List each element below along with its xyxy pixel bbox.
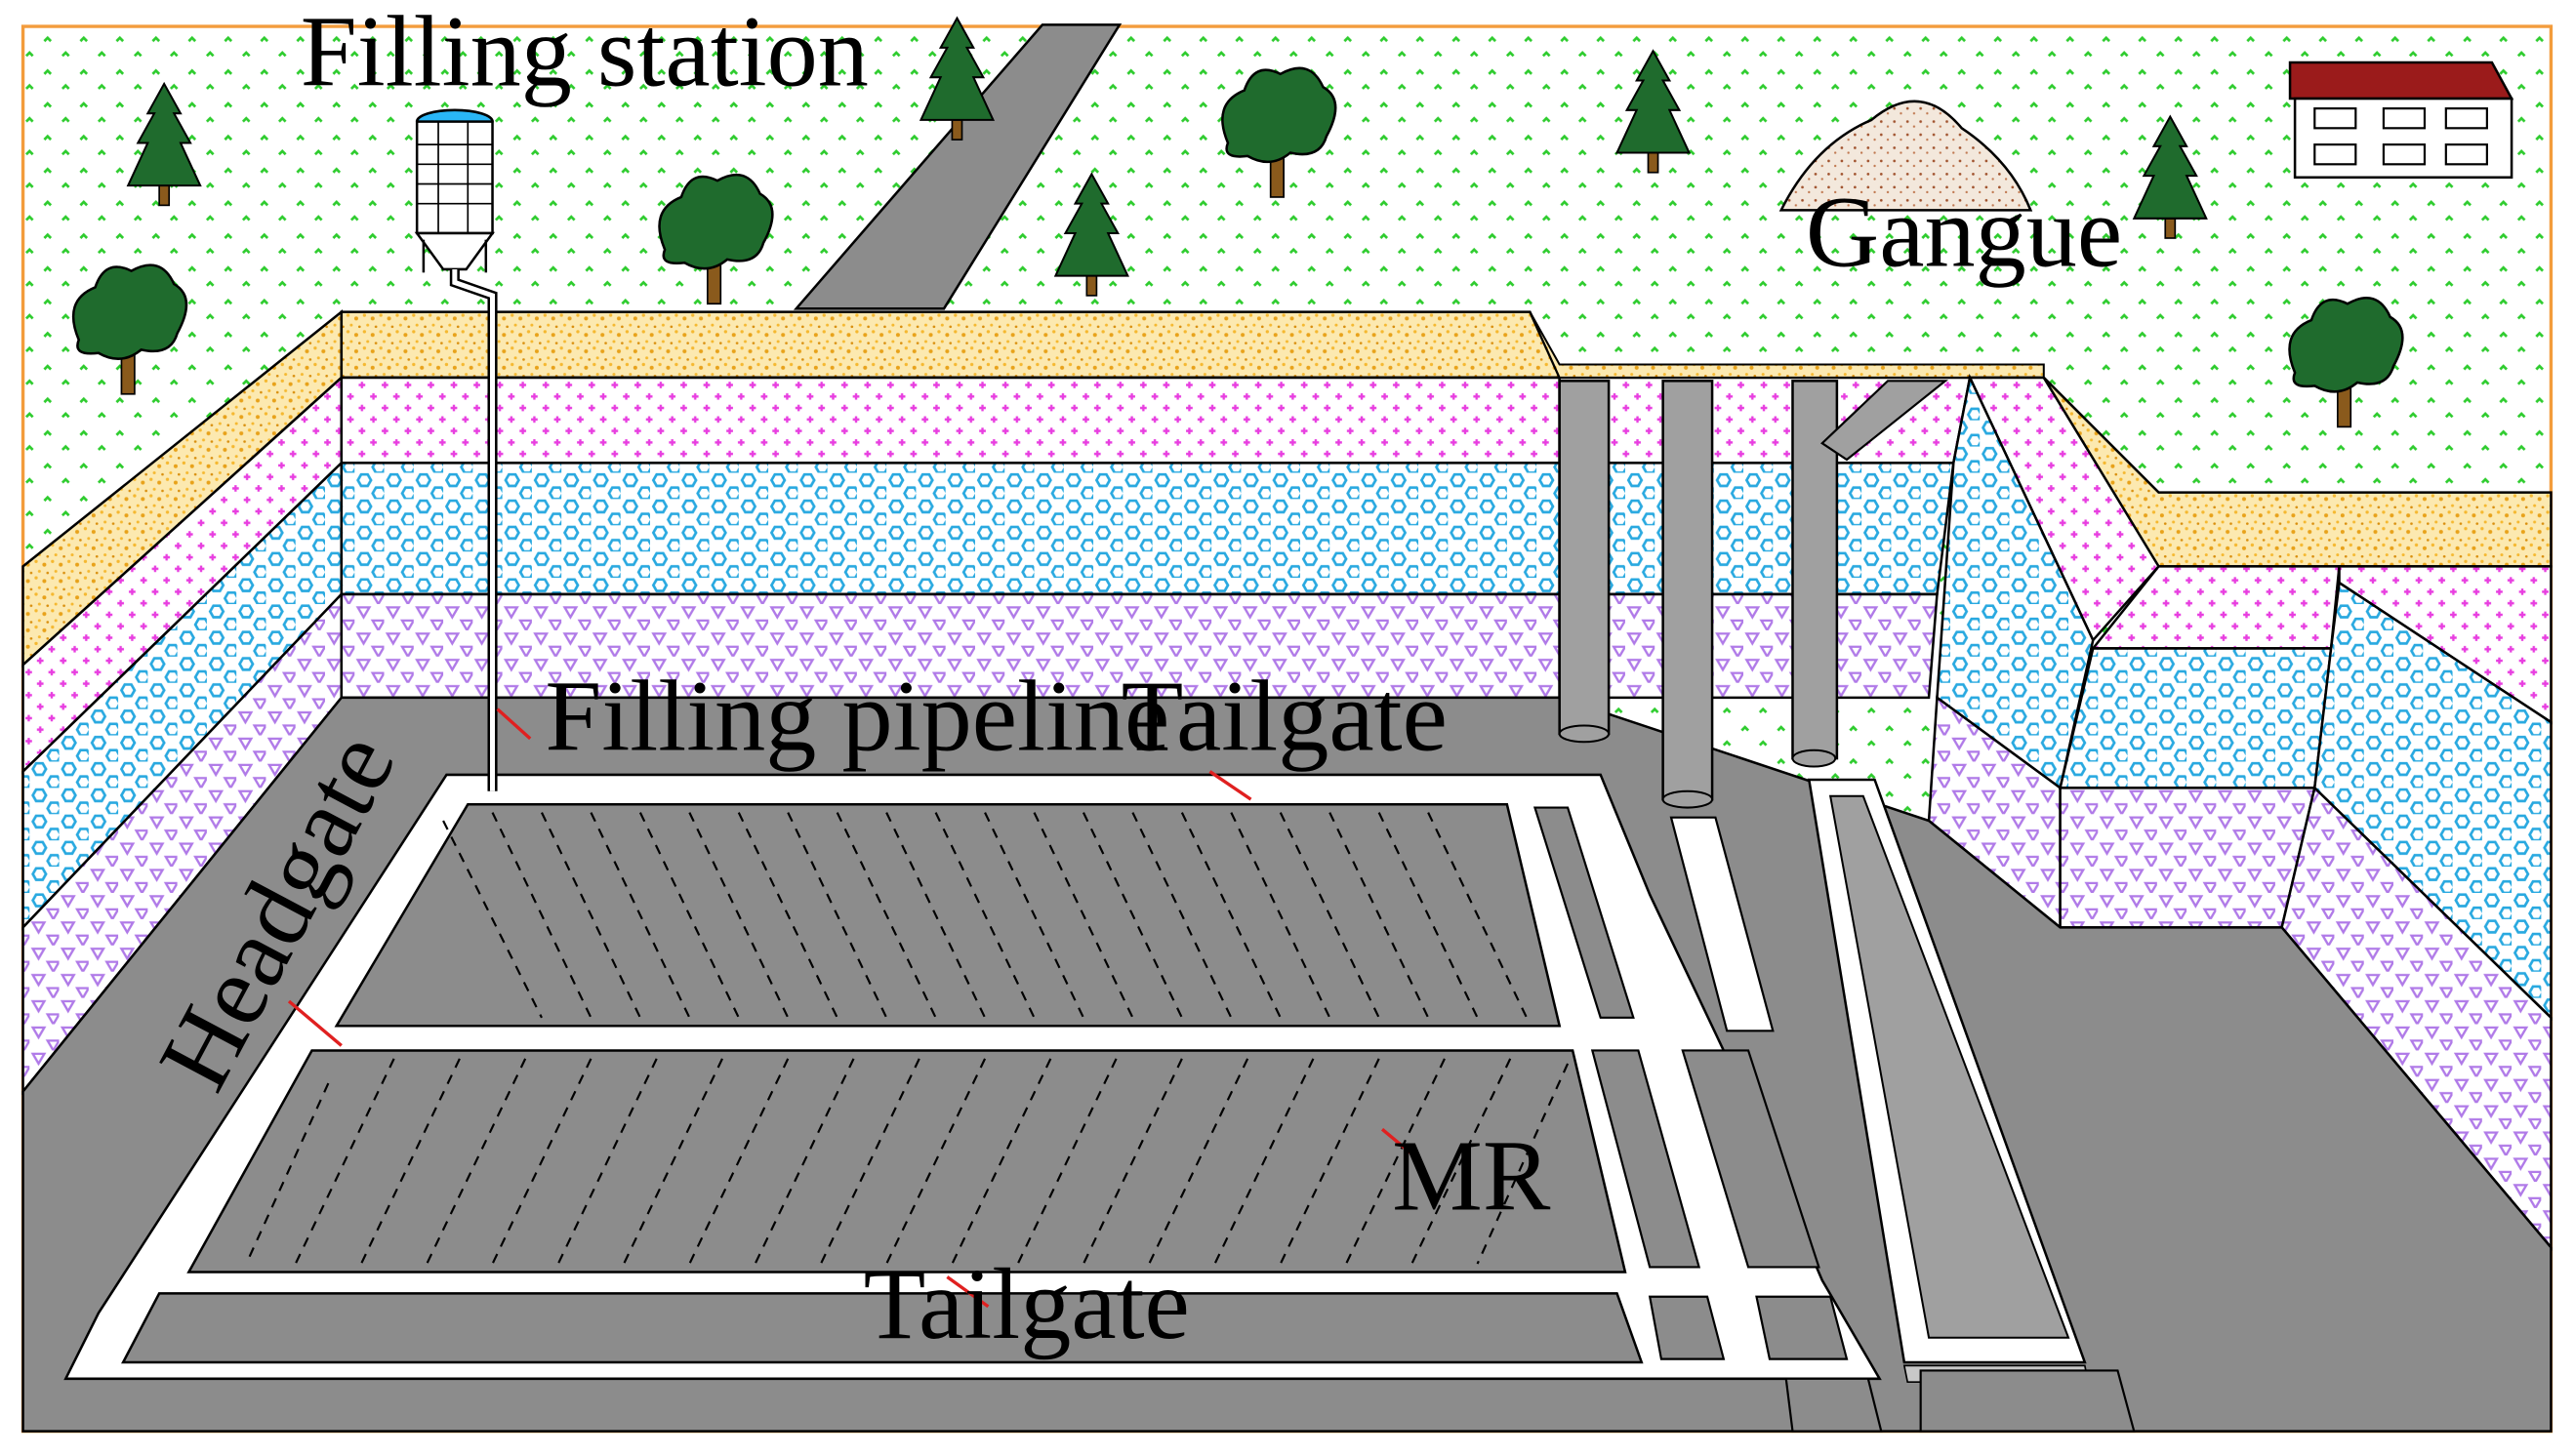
leader-mr [1380,1127,1423,1164]
leader-tailgate-bottom [946,1275,990,1309]
building-icon [2288,61,2514,180]
shaft-icon [1558,380,1611,736]
surface-road [793,23,1123,310]
filling-station-label: Filling station [301,0,869,108]
upper-working-panel [334,802,1562,1028]
tailgate-top-label: Tailgate [1122,660,1448,773]
bottom-block [121,1292,1644,1364]
goaf-hatch-lower [245,1058,1570,1265]
pillar-block [1681,1049,1820,1269]
shaft-icon [1661,380,1714,801]
pillar-block [1532,806,1635,1019]
shafts [1558,380,1949,809]
gangue-label: Gangue [1806,176,2122,289]
pillar-block [1590,1049,1701,1269]
right-stratum-wall [1927,373,2553,1251]
pillar-block [1755,1295,1849,1360]
roadway-network [63,773,2136,1433]
mr-label: MR [1392,1119,1551,1233]
tailgate-bottom-label: Tailgate [864,1247,1190,1360]
goaf-hatch-upper [442,812,1529,1019]
leader-tailgate-top [1208,770,1252,801]
lower-working-panel [186,1049,1627,1274]
filling-pipeline-label: Filling pipeline [545,660,1169,773]
leader-filling-pipeline [496,708,532,741]
silo-icon [414,108,496,273]
leader-headgate [287,999,343,1047]
back-stratum-wall [340,310,2045,700]
leader-lines [287,708,1423,1309]
pillar-block [1648,1295,1726,1360]
gangue-pile-icon [1778,100,2033,212]
